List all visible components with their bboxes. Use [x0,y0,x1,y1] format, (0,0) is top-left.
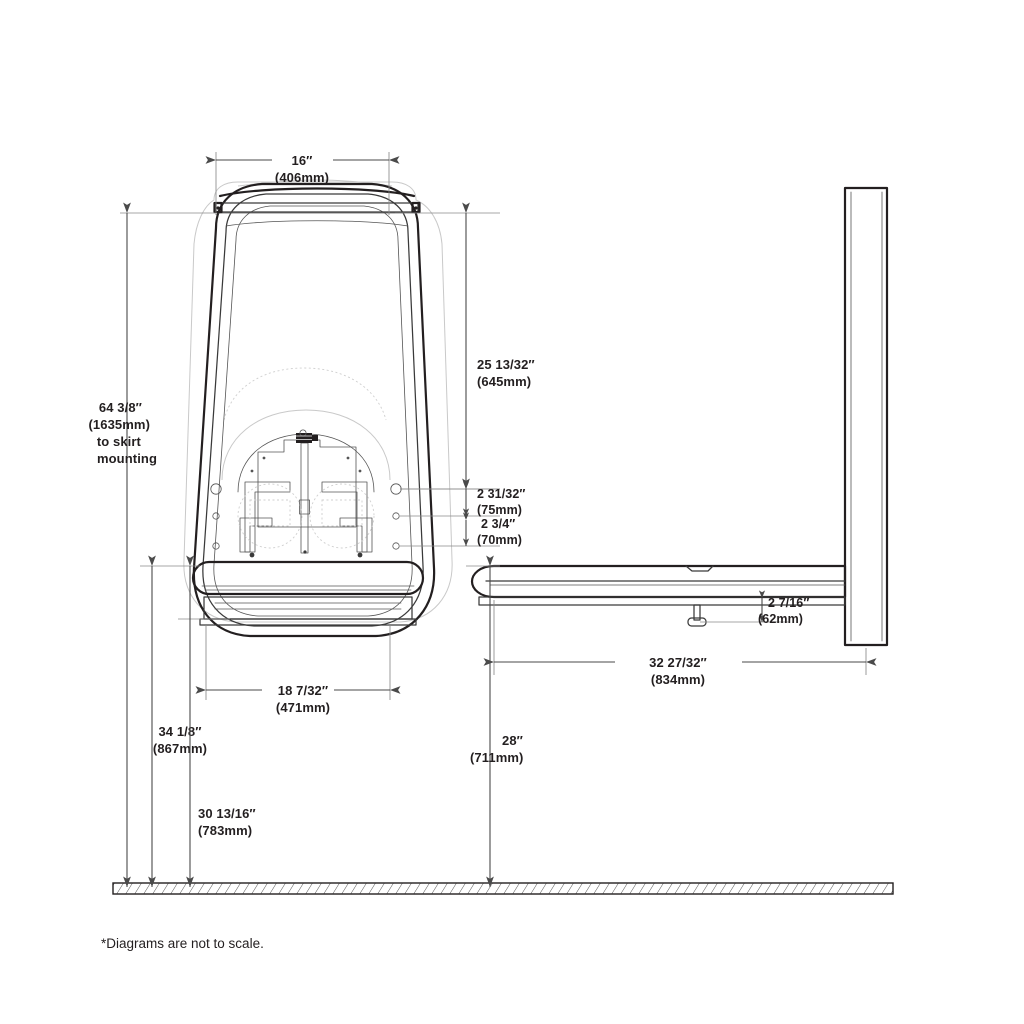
dimension-depth-imperial: 32 27/32″ [649,655,707,670]
dimension-depth-metric: (834mm) [651,672,705,687]
dimension-height-upper-metric: (645mm) [477,374,531,389]
dimension-width-bottom-metric: (471mm) [276,700,330,715]
dimension-skirt-note-1: to skirt [97,434,142,449]
side-deck [470,564,847,606]
ground-line [112,882,894,895]
dimension-height-seat-inner: 30 13/16″ (783mm) [178,555,256,887]
front-interior-assembly [210,409,402,558]
dimension-gap-upper-metric: (75mm) [477,503,522,517]
dimension-depth-overall: 32 27/32″ (834mm) [483,600,877,687]
front-top-rail [213,187,421,227]
dimension-seat-outer-metric: (867mm) [153,741,207,756]
dimension-width-top-metric: (406mm) [275,170,329,185]
dimension-skirt-note-2: mounting [97,451,157,466]
dimension-seat-height-metric: (711mm) [470,750,523,765]
dimension-drop-height: 2 7/16″ (62mm) [700,590,809,626]
dimension-seat-inner-metric: (783mm) [198,823,252,838]
dimension-seat-outer-imperial: 34 1/8″ [158,724,201,739]
footnote-not-to-scale: *Diagrams are not to scale. [101,936,264,951]
dimension-gap-lower-metric: (70mm) [477,533,522,547]
dimension-seat-inner-imperial: 30 13/16″ [198,806,256,821]
front-center-fastener [296,429,318,443]
dimension-seat-height: 28″ (711mm) [466,555,523,887]
dimension-skirt-metric: (1635mm) [89,417,151,432]
dimension-seat-height-imperial: 28″ [502,733,523,748]
dimension-gap-lower-imperial: 2 3/4″ [481,517,515,531]
dimension-width-top-imperial: 16″ [292,153,313,168]
dimension-gap-upper: 2 31/32″ (75mm) [400,481,526,517]
side-wall-panel [843,186,889,647]
dimension-height-upper-imperial: 25 13/32″ [477,357,535,372]
dimension-skirt-imperial: 64 3/8″ [99,400,142,415]
dimension-height-to-skirt: 64 3/8″ (1635mm) to skirt mounting [89,202,215,887]
dimension-drop-imperial: 2 7/16″ [768,596,809,610]
dimension-gap-upper-imperial: 2 31/32″ [477,487,526,501]
dimension-width-bottom: 18 7/32″ (471mm) [195,625,401,715]
dimension-width-bottom-imperial: 18 7/32″ [278,683,328,698]
front-outer-shell [192,182,436,638]
dimension-gap-lower: 2 3/4″ (70mm) [400,512,522,547]
dimension-drop-metric: (62mm) [758,612,803,626]
dimension-width-top: 16″ (406mm) [205,152,400,215]
